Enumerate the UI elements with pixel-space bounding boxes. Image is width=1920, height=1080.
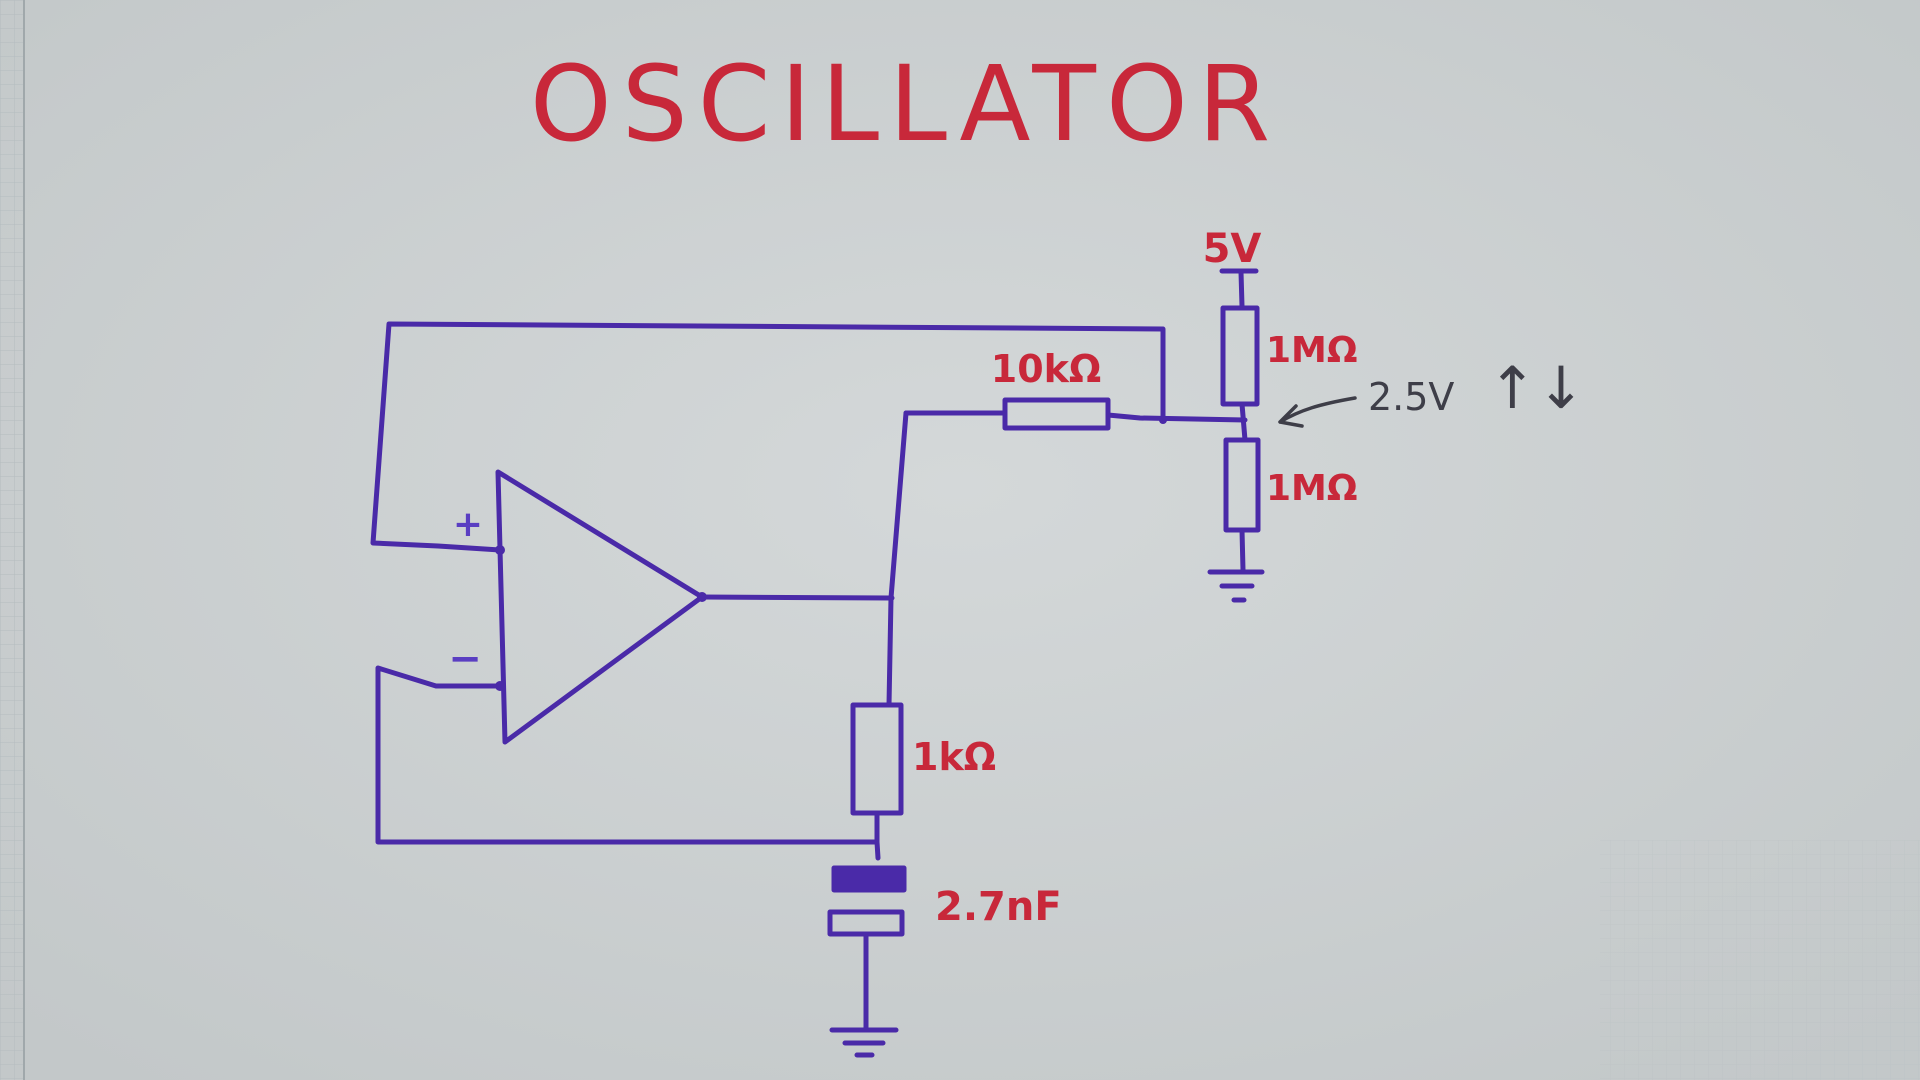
grid-paper-bottom	[1600, 840, 1920, 1080]
junction-dot	[1159, 416, 1167, 424]
divider-node-voltage: 2.5V	[1368, 375, 1454, 419]
capacitor-label: 2.7nF	[935, 884, 1062, 930]
opamp-triangle	[495, 469, 705, 745]
voltage-swing-arrows: ↑↓	[1488, 354, 1585, 422]
wire-divider-to-ground	[1239, 527, 1246, 573]
wire-positive-feedback-loop	[370, 321, 1166, 553]
diagram-title: OSCILLATOR	[530, 43, 1280, 165]
grid-paper-edge	[0, 0, 24, 1080]
node-pointer-arrow	[1278, 396, 1357, 428]
resistor-10k-label: 10kΩ	[991, 347, 1101, 391]
resistor-1m-bottom-label: 1MΩ	[1266, 468, 1357, 509]
supply-rail	[1219, 268, 1259, 309]
junction-dot	[697, 592, 707, 602]
capacitor-top-plate	[831, 865, 907, 893]
ground-symbol-bottom	[829, 1027, 899, 1058]
opamp-plus-label: +	[453, 504, 483, 545]
supply-voltage-label: 5V	[1203, 226, 1262, 272]
opamp-minus-label: −	[448, 636, 482, 682]
junction-dot	[495, 545, 505, 555]
wire-feedback-to-node	[1105, 412, 1248, 423]
wire-divider-node	[1239, 401, 1248, 443]
junction-dot	[495, 681, 505, 691]
ground-symbol-divider	[1207, 569, 1265, 603]
resistor-1m-top-label: 1MΩ	[1266, 330, 1357, 371]
wire-opamp-output	[699, 594, 895, 601]
resistor-1k-label: 1kΩ	[912, 735, 996, 779]
wire-output-node	[886, 410, 909, 708]
wire-negative-input-loop	[375, 665, 881, 861]
